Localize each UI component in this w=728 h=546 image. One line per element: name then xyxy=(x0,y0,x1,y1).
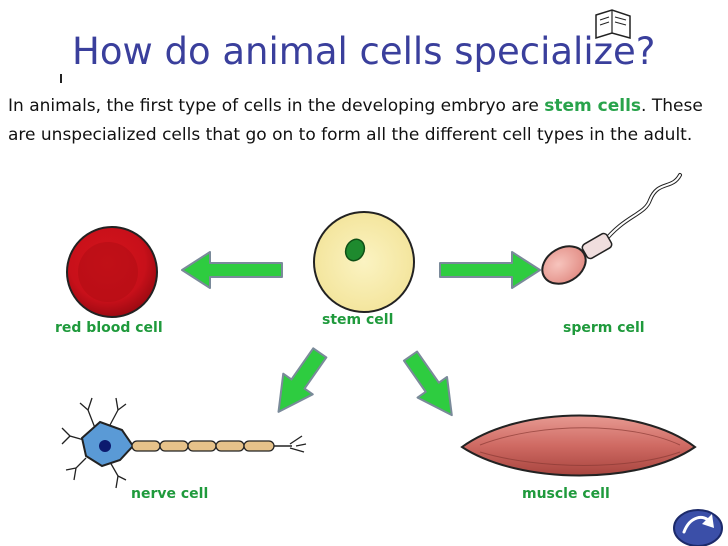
nerve-cell-image xyxy=(61,397,307,489)
intro-text-1: In animals, the first type of cells in t… xyxy=(8,96,539,116)
arrow-to-muscle-cell xyxy=(402,350,453,417)
sperm-cell-image xyxy=(541,173,682,285)
next-arrow-icon[interactable] xyxy=(673,509,723,546)
tick-mark xyxy=(60,74,62,83)
muscle-cell-label: muscle cell xyxy=(522,486,610,502)
sperm-cell-label: sperm cell xyxy=(563,320,645,336)
intro-text-2: . These are unspecialized cells that go … xyxy=(8,96,703,145)
arrow-to-red-blood-cell xyxy=(181,251,283,289)
slide-title: How do animal cells specialize? xyxy=(72,30,656,73)
stem-cell-label: stem cell xyxy=(322,312,394,328)
intro-highlight: stem cells xyxy=(544,96,642,116)
stem-cell-image xyxy=(313,211,415,313)
nerve-cell-label: nerve cell xyxy=(131,486,209,502)
muscle-cell-image xyxy=(460,414,697,477)
red-blood-cell-image xyxy=(66,226,158,318)
intro-paragraph: In animals, the first type of cells in t… xyxy=(8,92,708,150)
book-icon xyxy=(595,9,631,40)
arrow-to-sperm-cell xyxy=(439,251,541,289)
arrow-to-nerve-cell xyxy=(277,347,328,413)
red-blood-cell-label: red blood cell xyxy=(55,320,163,336)
